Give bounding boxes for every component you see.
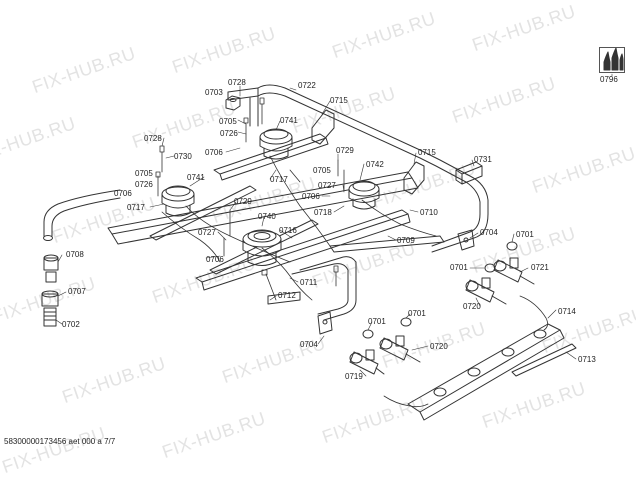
ignition-leads (383, 295, 548, 408)
part-label-0796: 0796 (600, 75, 618, 84)
part-label-0701: 0701 (368, 317, 386, 326)
gas-type-badge (599, 47, 625, 73)
gas-tubes (161, 155, 437, 301)
frame-tube (43, 84, 489, 321)
washers-0701 (362, 241, 518, 339)
part-label-0728: 0728 (144, 134, 162, 143)
part-label-0721: 0721 (531, 263, 549, 272)
part-label-0706: 0706 (114, 189, 132, 198)
part-label-0741: 0741 (280, 116, 298, 125)
leader-lines (55, 73, 613, 377)
part-label-0710: 0710 (420, 208, 438, 217)
part-label-0712: 0712 (278, 291, 296, 300)
part-label-0715: 0715 (418, 148, 436, 157)
part-label-0705: 0705 (313, 166, 331, 175)
part-label-0711: 0711 (300, 278, 318, 287)
trim-strip-0713 (511, 343, 577, 377)
part-label-0706: 0706 (302, 192, 320, 201)
burner-0741-left (161, 185, 195, 217)
valve-0721 (493, 257, 535, 285)
parts-drawing (41, 47, 624, 421)
part-label-0714: 0714 (558, 307, 576, 316)
injector-stack (41, 254, 59, 327)
brackets-0715 (311, 109, 425, 195)
valve-0719 (349, 349, 385, 375)
clamps-0704 (317, 229, 475, 335)
part-label-0705: 0705 (219, 117, 237, 126)
part-label-0713: 0713 (578, 355, 596, 364)
part-label-0742: 0742 (366, 160, 384, 169)
electrodes (155, 97, 345, 301)
part-label-0729: 0729 (234, 197, 252, 206)
part-label-0706: 0706 (205, 148, 223, 157)
part-label-0709: 0709 (397, 236, 415, 245)
part-label-0720: 0720 (430, 342, 448, 351)
part-label-0701: 0701 (516, 230, 534, 239)
valve-0720-front (379, 335, 421, 363)
part-label-0717: 0717 (270, 175, 288, 184)
burner-0742 (348, 180, 380, 210)
part-label-0717: 0717 (127, 203, 145, 212)
valve-0720-right (465, 277, 507, 305)
part-label-0719: 0719 (345, 372, 363, 381)
control-rail-0714 (407, 323, 565, 421)
part-label-0720: 0720 (463, 302, 481, 311)
part-label-0726: 0726 (135, 180, 153, 189)
part-label-0715: 0715 (330, 96, 348, 105)
part-label-0703: 0703 (205, 88, 223, 97)
part-label-0741: 0741 (187, 173, 205, 182)
part-label-0730: 0730 (174, 152, 192, 161)
part-label-0718: 0718 (314, 208, 332, 217)
part-label-0701: 0701 (450, 263, 468, 272)
part-label-0707: 0707 (68, 287, 86, 296)
burner-0740 (242, 229, 282, 266)
part-label-0702: 0702 (62, 320, 80, 329)
nut-0703 (225, 95, 241, 111)
part-label-0740: 0740 (258, 212, 276, 221)
burner-cups (161, 128, 380, 266)
part-label-0704: 0704 (480, 228, 498, 237)
part-label-0727: 0727 (198, 228, 216, 237)
part-label-0708: 0708 (66, 250, 84, 259)
burner-rail (107, 133, 445, 305)
part-label-0731: 0731 (474, 155, 492, 164)
part-label-0728: 0728 (228, 78, 246, 87)
part-label-0729: 0729 (336, 146, 354, 155)
part-label-0701: 0701 (408, 309, 426, 318)
gas-type-badge-icon (603, 47, 624, 71)
part-label-0706: 0706 (206, 255, 224, 264)
part-label-0726: 0726 (220, 129, 238, 138)
ignition-switch-0731 (455, 161, 483, 185)
part-label-0705: 0705 (135, 169, 153, 178)
part-label-0727: 0727 (318, 181, 336, 190)
burner-0741-rear (259, 128, 293, 160)
part-label-0722: 0722 (298, 81, 316, 90)
part-label-0716: 0716 (279, 226, 297, 235)
gas-valves (349, 241, 535, 375)
drawing-footer: 58300000173456 aet 000 a 7/7 (4, 437, 116, 446)
part-label-0704: 0704 (300, 340, 318, 349)
